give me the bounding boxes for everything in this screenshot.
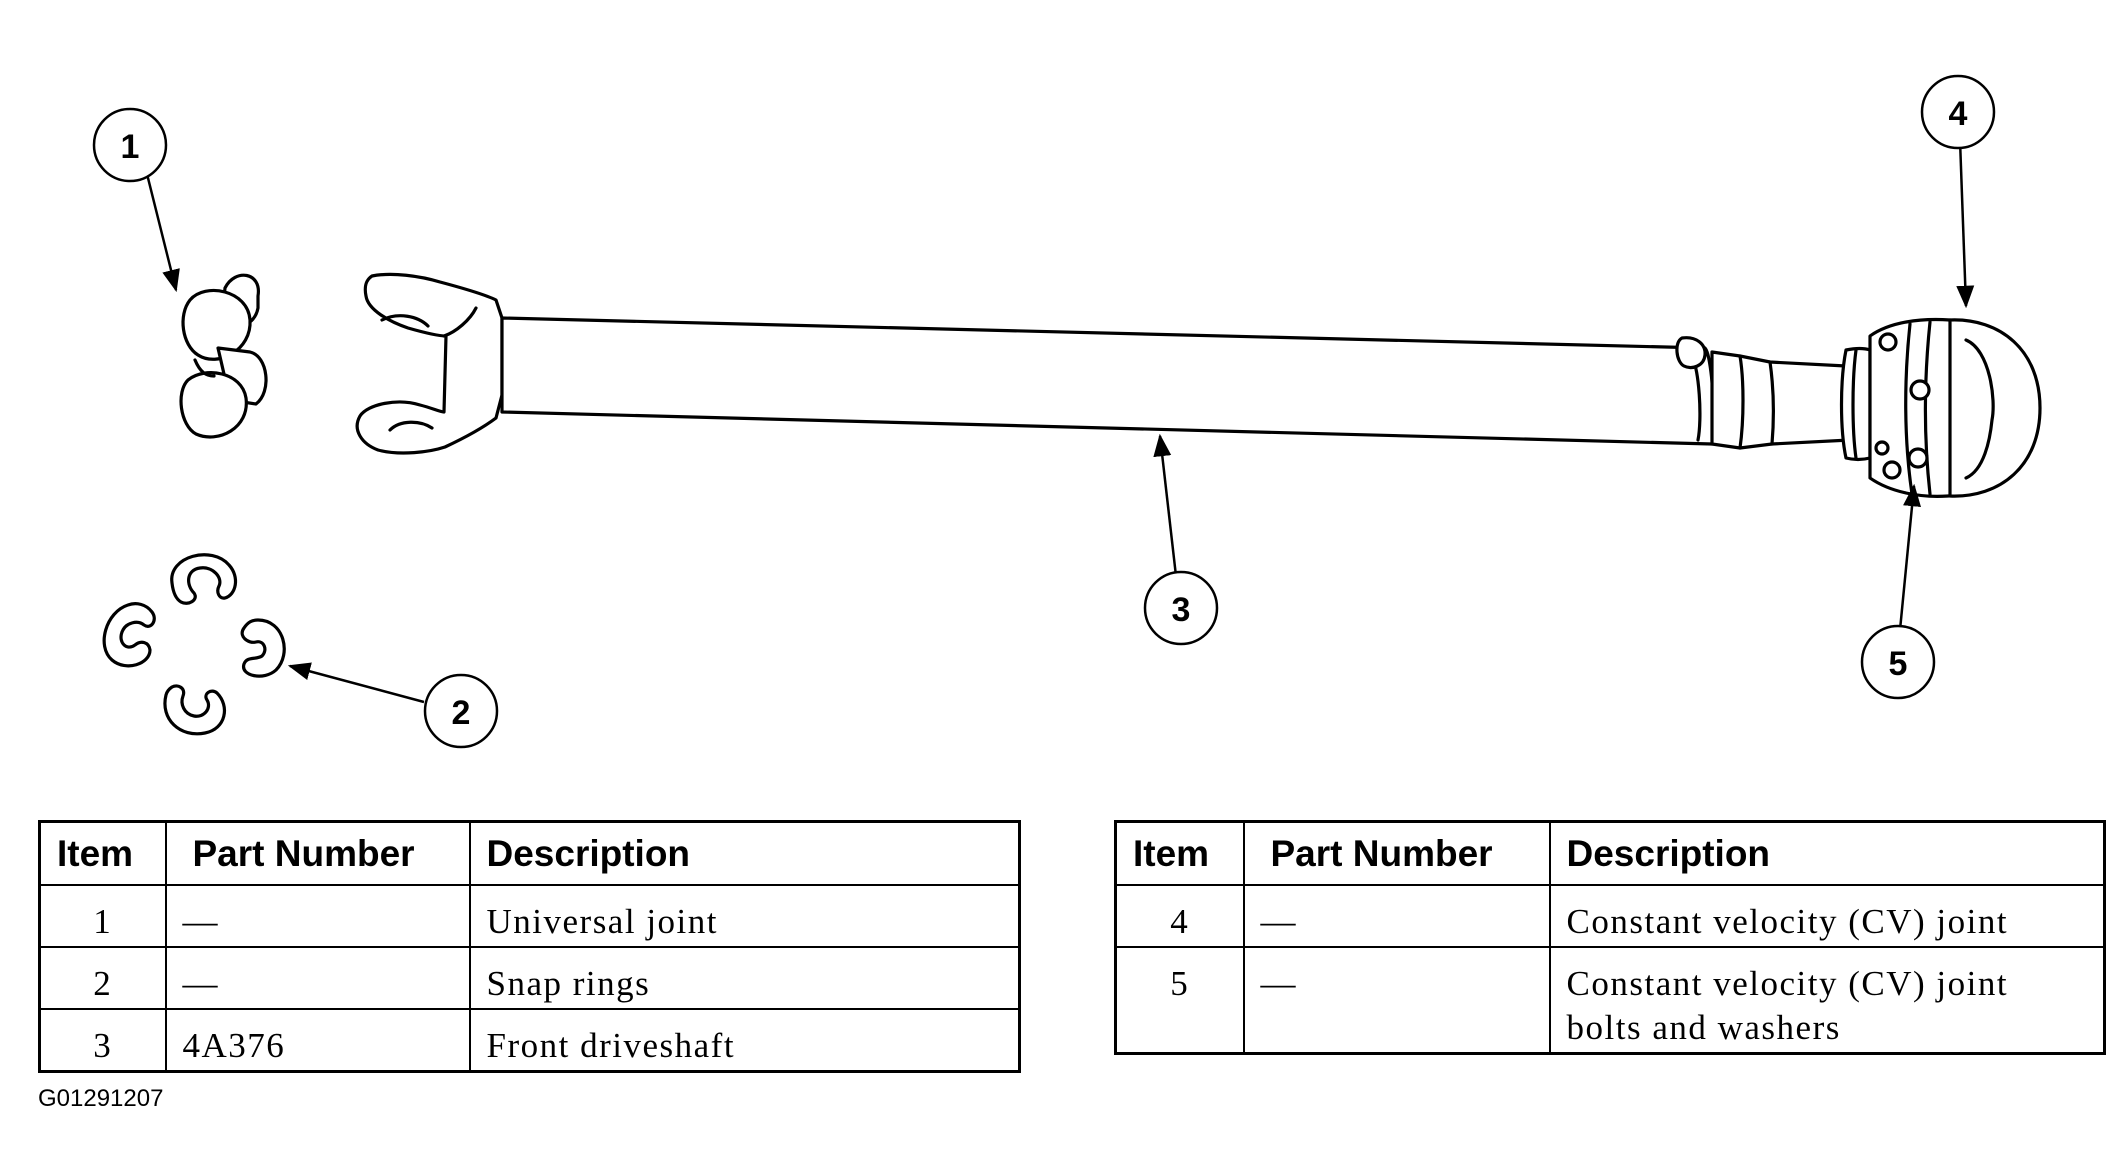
table-row: 1 — Universal joint xyxy=(38,884,1021,948)
column-header-description: Description xyxy=(468,820,1021,886)
leader-lines xyxy=(144,139,1975,704)
part-number: — xyxy=(164,946,471,1010)
column-header-item: Item xyxy=(38,820,167,886)
front-driveshaft-drawing xyxy=(355,272,1852,455)
cv-joint-drawing xyxy=(1839,317,2042,498)
svg-text:5: 5 xyxy=(1889,645,1908,683)
svg-text:1: 1 xyxy=(121,128,140,166)
universal-joint-drawing xyxy=(179,273,268,439)
table-row: 2 — Snap rings xyxy=(38,946,1021,1010)
column-header-item: Item xyxy=(1114,820,1245,886)
table-row: 5 — Constant velocity (CV) joint bolts a… xyxy=(1114,946,2106,1055)
snap-rings-drawing xyxy=(102,553,286,736)
callout-2: 2 xyxy=(423,673,499,749)
item-number: 1 xyxy=(38,884,167,948)
table-row: 3 4A376 Front driveshaft xyxy=(38,1008,1021,1073)
part-description: Universal joint xyxy=(468,884,1021,948)
column-header-description: Description xyxy=(1548,820,2106,886)
item-number: 4 xyxy=(1114,884,1245,948)
part-description: Constant velocity (CV) joint bolts and w… xyxy=(1548,946,2106,1055)
part-number: — xyxy=(1242,946,1551,1055)
item-number: 3 xyxy=(38,1008,167,1073)
figure-code: G01291207 xyxy=(38,1085,164,1112)
table-header-row: Item Part Number Description xyxy=(38,820,1021,886)
parts-table-left: Item Part Number Description 1 — Univers… xyxy=(38,820,1021,1073)
part-number: — xyxy=(1242,884,1551,948)
part-description: Front driveshaft xyxy=(468,1008,1021,1073)
callout-3: 3 xyxy=(1143,570,1219,646)
svg-text:2: 2 xyxy=(452,694,471,732)
cv-joint-bolts-drawing xyxy=(1874,332,1931,480)
driveshaft-exploded-diagram: 1 2 3 4 5 xyxy=(92,74,2042,749)
part-number: 4A376 xyxy=(164,1008,471,1073)
callout-1: 1 xyxy=(92,107,168,183)
svg-text:4: 4 xyxy=(1949,95,1968,133)
callout-4: 4 xyxy=(1920,74,1996,150)
column-header-part-number: Part Number xyxy=(164,820,471,886)
item-number: 2 xyxy=(38,946,167,1010)
table-row: 4 — Constant velocity (CV) joint xyxy=(1114,884,2106,948)
callout-5: 5 xyxy=(1860,624,1936,700)
item-number: 5 xyxy=(1114,946,1245,1055)
part-number: — xyxy=(164,884,471,948)
table-header-row: Item Part Number Description xyxy=(1114,820,2106,886)
parts-table-right: Item Part Number Description 4 — Constan… xyxy=(1114,820,2106,1055)
part-description: Snap rings xyxy=(468,946,1021,1010)
part-description: Constant velocity (CV) joint xyxy=(1548,884,2106,948)
svg-text:3: 3 xyxy=(1172,591,1191,629)
column-header-part-number: Part Number xyxy=(1242,820,1551,886)
